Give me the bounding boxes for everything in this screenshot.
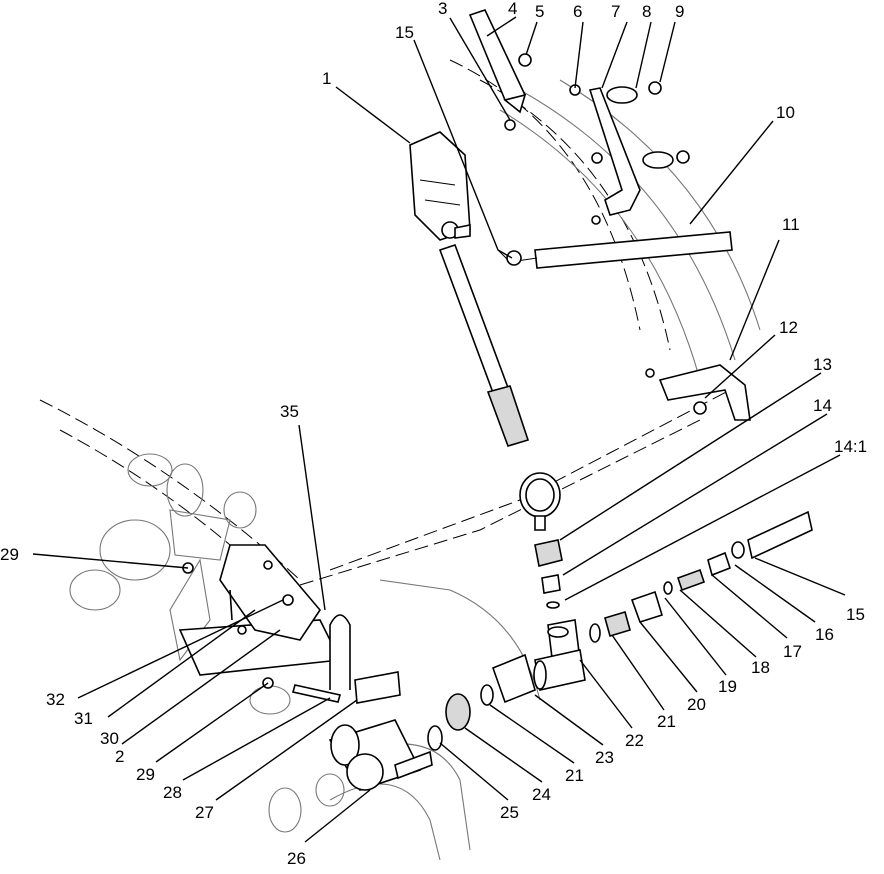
inline-fittings <box>589 510 813 643</box>
callout-16: 16 <box>815 625 834 644</box>
callout-21-right: 21 <box>657 712 676 731</box>
adapter <box>534 539 563 567</box>
callout-13: 13 <box>813 355 832 374</box>
leader-lines <box>32 16 846 843</box>
handle-lever <box>468 9 532 131</box>
callout-23: 23 <box>595 748 614 767</box>
callout-31: 31 <box>74 709 93 728</box>
callout-21-left: 21 <box>565 766 584 785</box>
callout-15-top: 15 <box>395 23 414 42</box>
callout-14: 14 <box>813 396 832 415</box>
callout-30: 30 <box>100 729 119 748</box>
control-rod <box>497 231 733 269</box>
callout-7: 7 <box>611 2 620 21</box>
callout-19: 19 <box>718 677 737 696</box>
callout-11: 11 <box>782 215 800 234</box>
callout-2: 2 <box>115 747 124 766</box>
callout-29-lower: 29 <box>136 765 155 784</box>
callout-5: 5 <box>535 2 544 21</box>
callout-10: 10 <box>776 103 795 122</box>
callout-24: 24 <box>532 785 551 804</box>
callout-35: 35 <box>280 402 299 421</box>
fitting <box>541 574 561 594</box>
tee-fitting <box>533 619 586 691</box>
decal <box>354 671 401 704</box>
callout-9: 9 <box>675 2 684 21</box>
mounting-bracket <box>178 544 342 676</box>
callout-labels: 1 15 3 4 5 6 7 8 9 10 11 12 13 14 14:1 1… <box>0 0 867 868</box>
callout-20: 20 <box>687 695 706 714</box>
quick-coupler-valve <box>315 719 433 807</box>
callout-26: 26 <box>287 849 306 868</box>
bracket <box>569 81 690 225</box>
hose-hanger <box>329 614 351 690</box>
callout-29-upper: 29 <box>0 545 19 564</box>
callout-4: 4 <box>508 0 517 18</box>
pump-assembly <box>69 453 302 833</box>
callout-8: 8 <box>642 2 651 21</box>
callout-25: 25 <box>500 803 519 822</box>
lever-assembly <box>409 131 530 447</box>
callout-22: 22 <box>625 731 644 750</box>
callout-17: 17 <box>783 642 802 661</box>
o-ring-small <box>546 601 560 609</box>
callout-1: 1 <box>322 69 331 88</box>
callout-15-right: 15 <box>846 605 865 624</box>
callout-18: 18 <box>751 658 770 677</box>
coupling-parts <box>427 653 536 751</box>
pin <box>291 684 342 703</box>
pressure-gauge <box>519 472 561 531</box>
bracket-right <box>645 364 751 421</box>
callout-3: 3 <box>438 0 447 18</box>
callout-32: 32 <box>46 690 65 709</box>
callout-14-1: 14:1 <box>834 437 867 456</box>
callout-6: 6 <box>573 2 582 21</box>
callout-12: 12 <box>779 318 798 337</box>
callout-28: 28 <box>163 783 182 802</box>
callout-27: 27 <box>195 803 214 822</box>
